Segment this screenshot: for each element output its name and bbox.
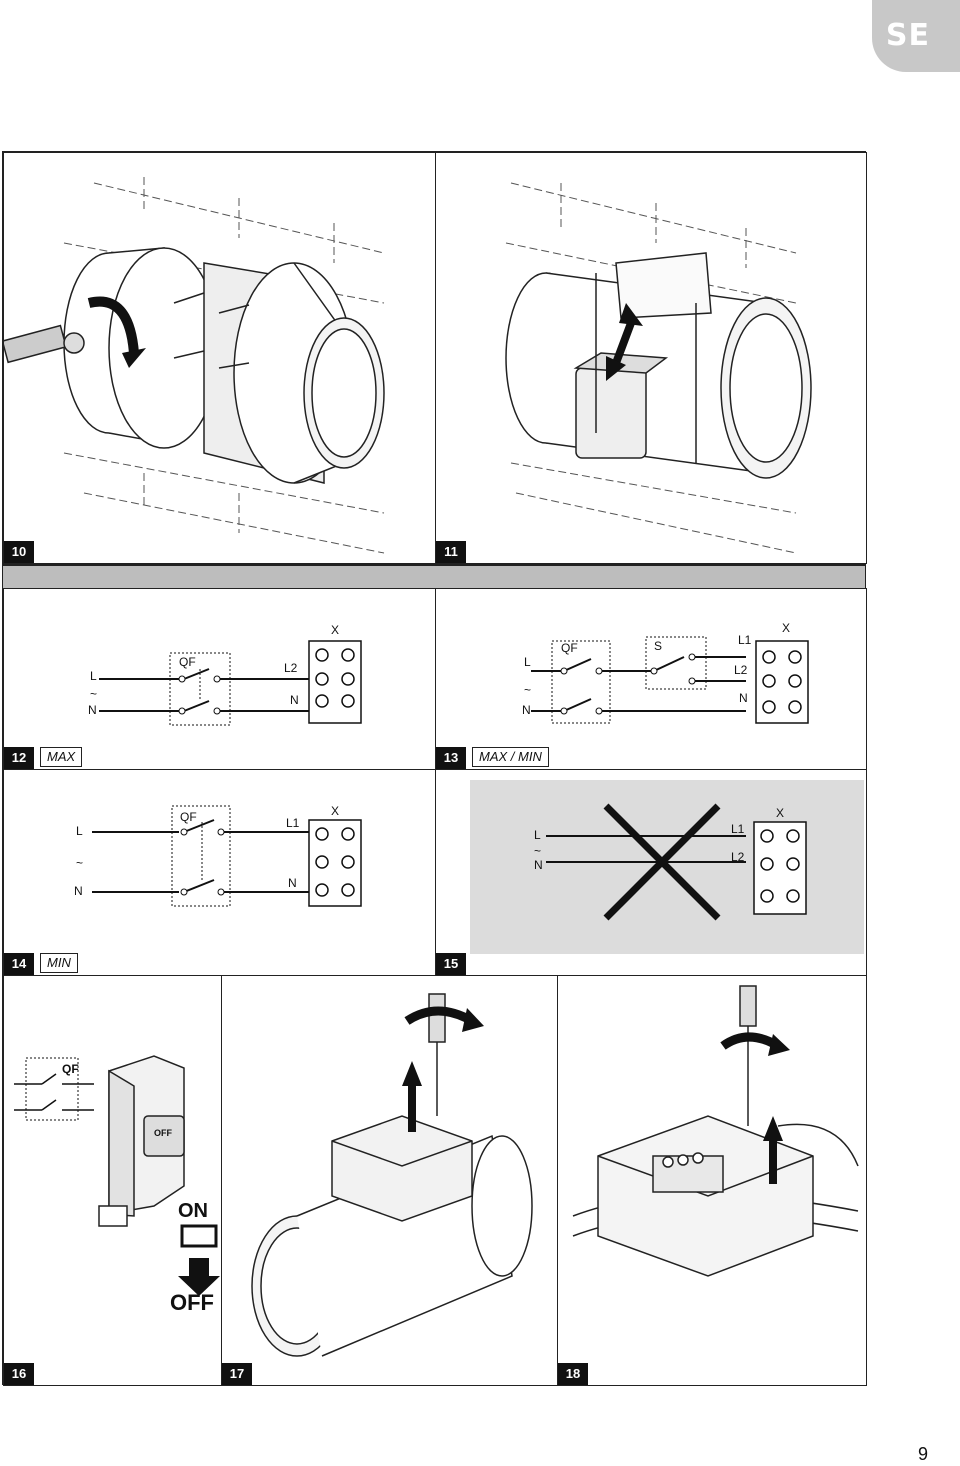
label-l: L [90,669,97,683]
panel-number: 12 [4,747,34,769]
fan-terminal-box-rotate-illustration [505,182,812,554]
panel-16: QF OFF ON OFF 16 [3,975,222,1386]
label-n: N [74,884,83,898]
panel-12: L ~ N QF L2 N X 12 MAX [3,588,436,770]
label-n-out: N [739,691,748,705]
label-qf: QF [179,655,196,669]
panel-number: 11 [436,541,466,563]
label-n: N [534,858,543,872]
panel-number: 15 [436,953,466,975]
fan-wall-mount-illustration [4,177,385,554]
label-l1: L1 [286,816,300,830]
label-n: N [88,703,97,717]
label-qf: QF [62,1062,79,1076]
figure-grid: 10 11 [2,151,867,1386]
label-l: L [534,828,541,842]
label-n-out: N [290,693,299,707]
panel-13: L ~ N QF S L1 L2 N X 13 MAX / MIN [435,588,867,770]
label-tilde: ~ [524,683,532,697]
separator-band [3,564,865,590]
label-l: L [524,655,531,669]
panel-number: 14 [4,953,34,975]
language-code: SE [885,18,930,53]
label-s: S [654,639,663,653]
label-qf: QF [561,641,578,655]
label-l: L [76,824,83,838]
panel-15: L ~ N L1 L2 X 15 [435,769,867,976]
label-l2: L2 [284,661,298,675]
label-x: X [331,623,340,637]
mode-label: MAX / MIN [472,747,549,767]
panel-18: 18 [557,975,867,1386]
panel-number: 18 [558,1363,588,1385]
label-tilde: ~ [90,687,98,701]
terminal-box-open-illustration [572,985,859,1277]
label-x: X [776,806,785,820]
label-x: X [782,621,791,635]
panel-number: 17 [222,1363,252,1385]
wiring-diagram-min [92,805,362,907]
circuit-breaker-illustration [14,1055,220,1296]
panel-number: 16 [4,1363,34,1385]
on-label: ON [178,1200,208,1222]
terminal-cover-removal-illustration [251,993,533,1357]
page-number: 9 [917,1444,928,1464]
label-tilde: ~ [534,844,542,858]
label-x: X [331,804,340,818]
label-l1: L1 [738,633,752,647]
panel-11: 11 [435,152,867,564]
panel-number: 10 [4,541,34,563]
wiring-diagram-incorrect [470,780,864,954]
panel-17: 17 [221,975,558,1386]
label-l1: L1 [731,822,745,836]
label-l2: L2 [734,663,748,677]
switch-off-label: OFF [154,1128,172,1138]
label-tilde: ~ [76,856,84,870]
off-label: OFF [170,1290,214,1315]
label-n: N [522,703,531,717]
panel-number: 13 [436,747,466,769]
mode-label: MIN [40,953,78,973]
wiring-diagram-max-min [531,636,809,724]
panel-14: L ~ N QF L1 N X 14 MIN [3,769,436,976]
mode-label: MAX [40,747,83,767]
language-tab: SE [872,0,960,72]
wiring-diagram-max [99,640,362,726]
label-n-out: N [288,876,297,890]
label-l2: L2 [731,850,745,864]
panel-10: 10 [3,152,436,564]
label-qf: QF [180,810,197,824]
